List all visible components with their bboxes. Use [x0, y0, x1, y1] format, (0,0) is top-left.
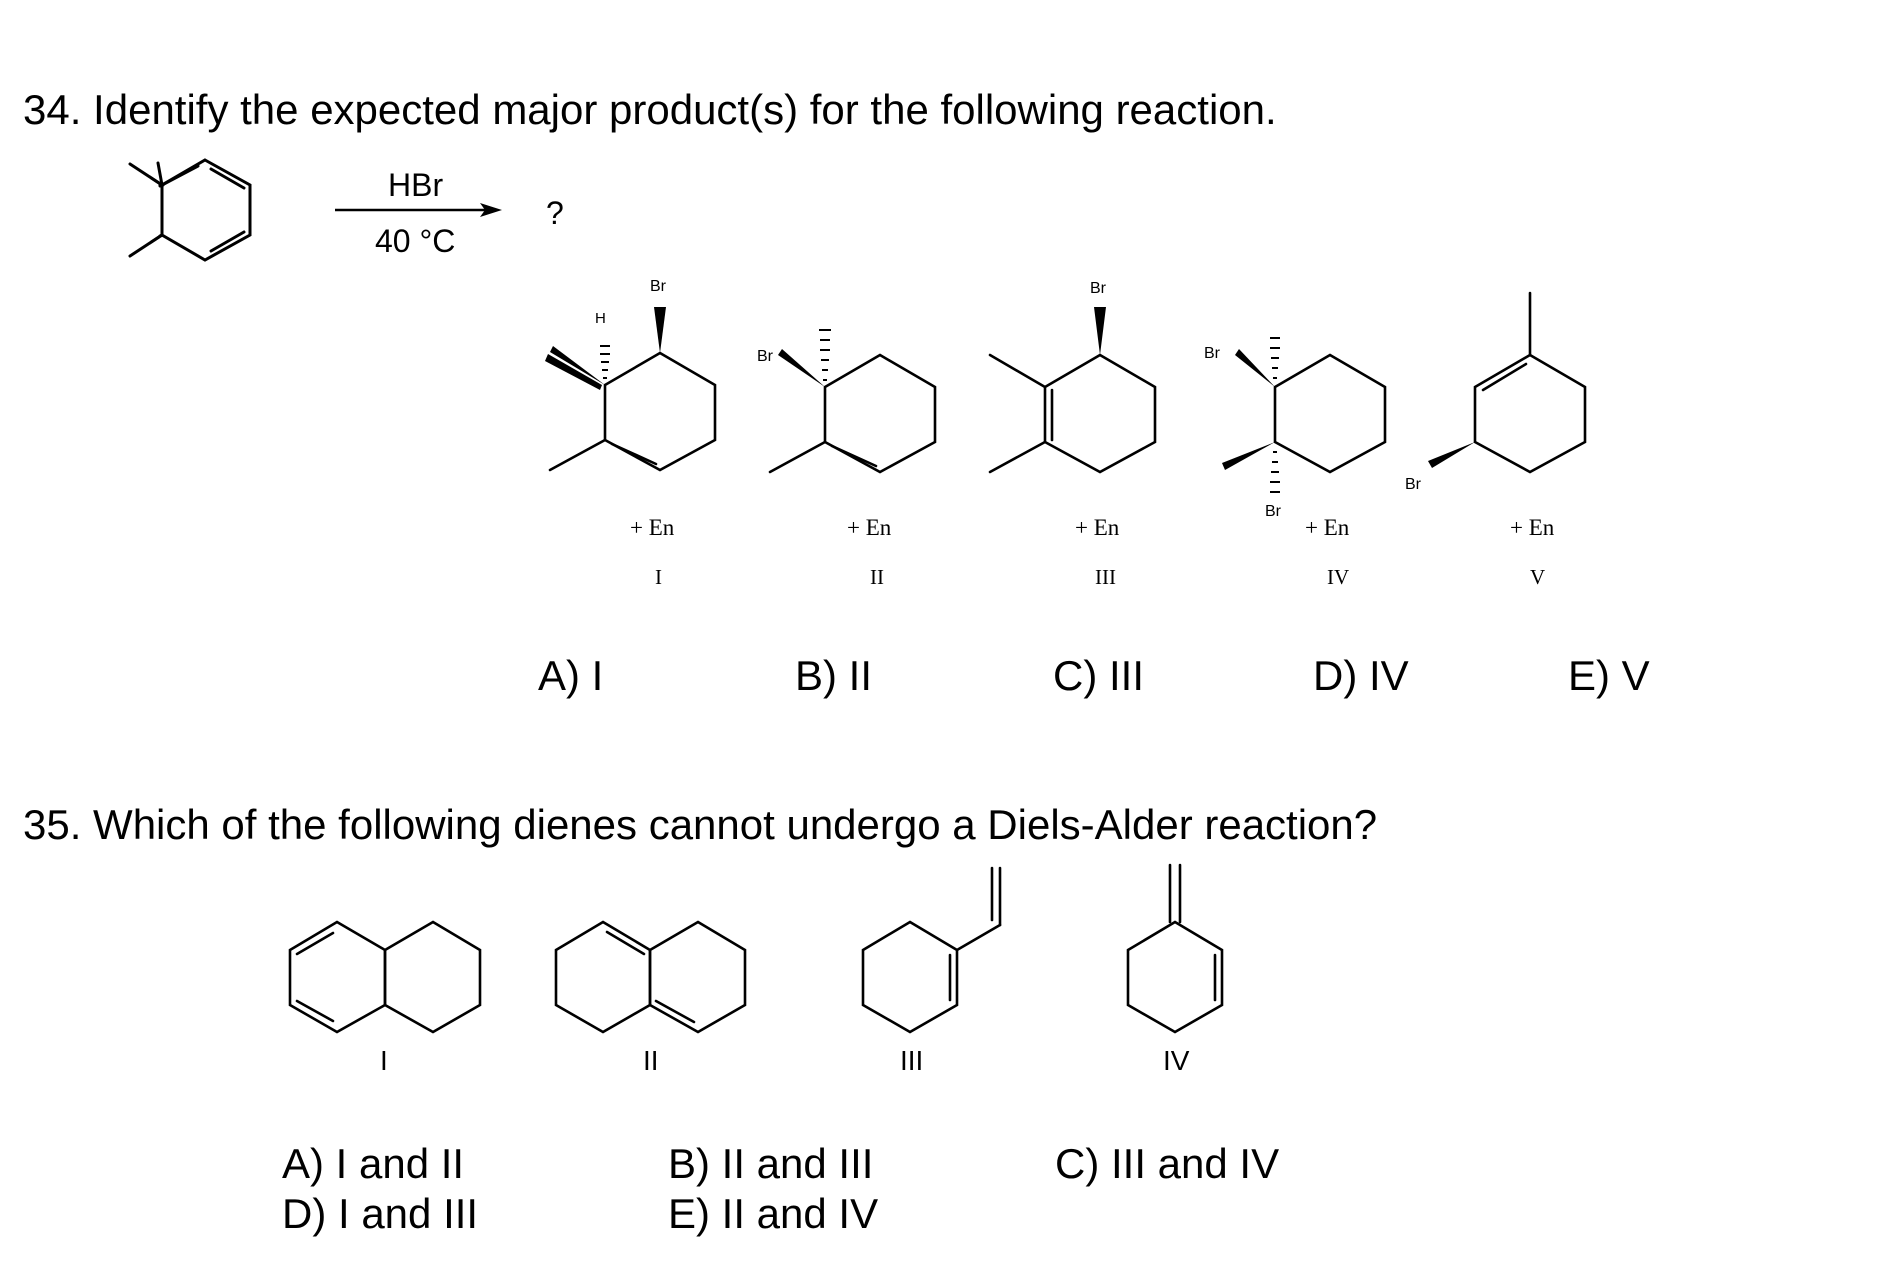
unknown-product-mark: ?	[546, 195, 564, 231]
product-II-addend: + En	[847, 515, 892, 540]
product-I-structure	[548, 307, 717, 472]
q34-choice-e[interactable]: E) V	[1568, 652, 1650, 699]
product-I-br-label: Br	[650, 278, 666, 295]
product-III-numeral: III	[1095, 565, 1116, 589]
starting-material-methyls	[128, 162, 164, 258]
product-IV-structure	[1222, 337, 1387, 493]
product-IV-br-label-2: Br	[1265, 503, 1281, 520]
question-34-text: 34. Identify the expected major product(…	[23, 86, 1277, 133]
product-III-addend: + En	[1075, 515, 1120, 540]
condition-label: 40 °C	[375, 223, 456, 259]
diene-IV-structure	[1126, 863, 1224, 1034]
product-V-br-label: Br	[1405, 476, 1421, 493]
product-II-structure	[768, 329, 937, 474]
q35-choice-a[interactable]: A) I and II	[282, 1140, 465, 1187]
product-II-br-label: Br	[757, 348, 773, 365]
diene-IV-label: IV	[1163, 1045, 1190, 1076]
product-V-structure	[1428, 291, 1587, 474]
product-III-structure	[988, 307, 1157, 474]
diene-II-structure	[554, 920, 747, 1034]
product-IV-addend: + En	[1305, 515, 1350, 540]
diene-II-label: II	[643, 1045, 659, 1076]
reagent-label: HBr	[388, 167, 444, 203]
q35-choice-e[interactable]: E) II and IV	[668, 1190, 879, 1237]
product-I-numeral: I	[655, 565, 662, 589]
q34-choice-b[interactable]: B) II	[795, 652, 873, 699]
q35-choice-b[interactable]: B) II and III	[668, 1140, 874, 1187]
reaction-arrow	[335, 203, 502, 217]
product-II-numeral: II	[870, 565, 884, 589]
product-I-substituent	[545, 354, 602, 390]
product-I-addend: + En	[630, 515, 675, 540]
diene-III-structure	[861, 866, 1002, 1034]
product-V-numeral: V	[1530, 565, 1546, 589]
q35-choice-c[interactable]: C) III and IV	[1055, 1140, 1280, 1187]
question-35-text: 35. Which of the following dienes cannot…	[23, 801, 1378, 848]
product-IV-br-label-1: Br	[1204, 345, 1220, 362]
q35-choice-d[interactable]: D) I and III	[282, 1190, 479, 1237]
q34-choice-d[interactable]: D) IV	[1313, 652, 1409, 699]
product-V-addend: + En	[1510, 515, 1555, 540]
q34-choice-a[interactable]: A) I	[538, 652, 604, 699]
product-III-br-label: Br	[1090, 280, 1106, 297]
diene-I-structure	[288, 920, 482, 1034]
q34-choice-c[interactable]: C) III	[1053, 652, 1144, 699]
diene-III-label: III	[900, 1045, 924, 1076]
product-I-h-label: H	[595, 310, 606, 327]
product-IV-numeral: IV	[1327, 565, 1350, 589]
diene-I-label: I	[380, 1045, 388, 1076]
